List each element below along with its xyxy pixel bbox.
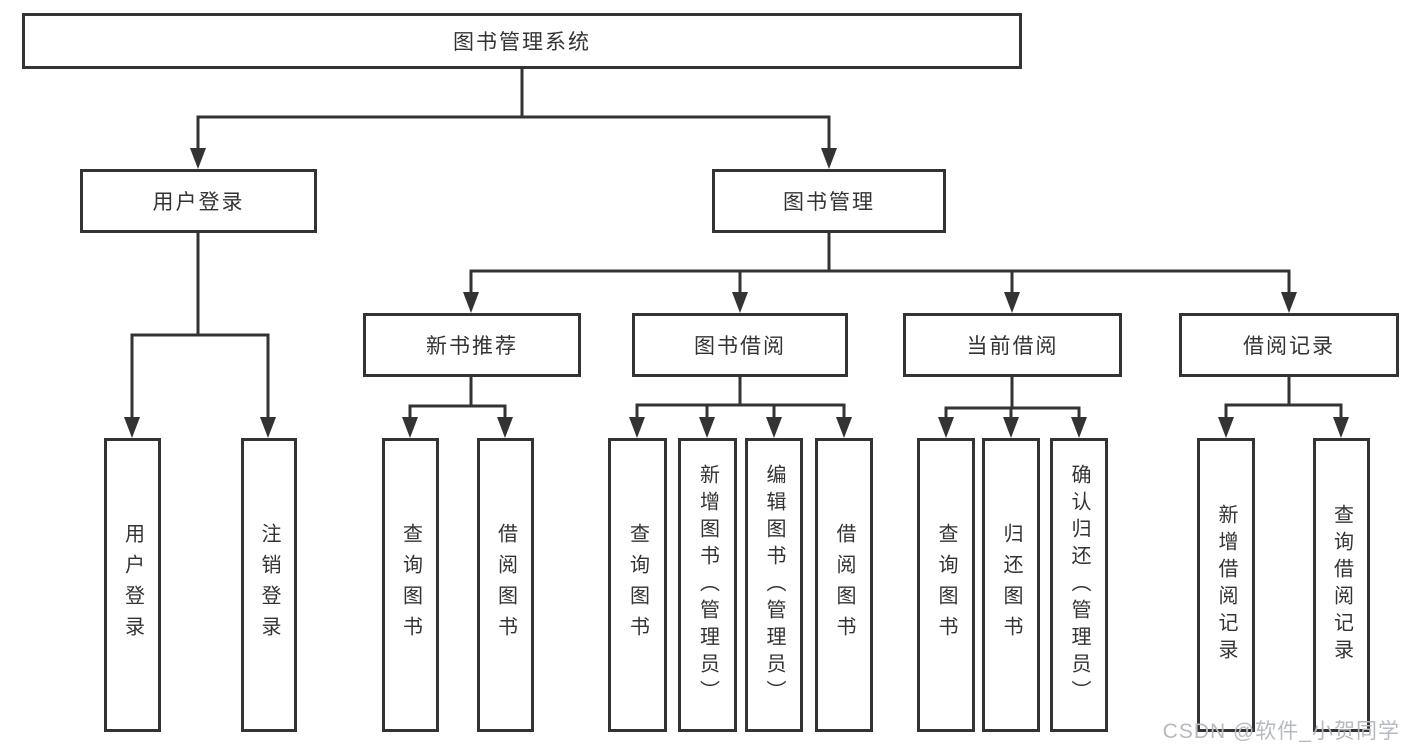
node-new-book-recommend: 新书推荐 [363, 313, 581, 377]
leaf-confirm-return-admin-label: 确认归还（管理员） [1068, 463, 1090, 707]
node-root-system: 图书管理系统 [22, 13, 1022, 69]
leaf-user-login-label: 用户登录 [121, 523, 144, 647]
leaf-logout: 注销登录 [241, 438, 297, 732]
leaf-query-books-current: 查询图书 [917, 438, 975, 732]
node-current-borrow: 当前借阅 [903, 313, 1122, 377]
leaf-borrow-books: 借阅图书 [815, 438, 873, 732]
leaf-add-borrow-record: 新增借阅记录 [1197, 438, 1255, 732]
leaf-query-books-recommend-label: 查询图书 [399, 523, 422, 647]
leaf-return-book-label: 归还图书 [1000, 523, 1022, 647]
node-root-system-label: 图书管理系统 [453, 31, 591, 54]
leaf-logout-label: 注销登录 [258, 523, 280, 647]
node-book-management-label: 图书管理 [783, 191, 875, 214]
leaf-add-book-admin-label: 新增图书（管理员） [696, 463, 719, 707]
node-user-login: 用户登录 [80, 169, 317, 233]
leaf-query-books-current-label: 查询图书 [935, 523, 957, 647]
leaf-confirm-return-admin: 确认归还（管理员） [1050, 438, 1108, 732]
leaf-query-books-borrow: 查询图书 [608, 438, 667, 732]
leaf-add-book-admin: 新增图书（管理员） [678, 438, 737, 732]
node-borrow-records-label: 借阅记录 [1243, 335, 1335, 358]
leaf-query-books-recommend: 查询图书 [382, 438, 439, 732]
leaf-borrow-books-recommend-label: 借阅图书 [494, 523, 517, 647]
node-book-borrow: 图书借阅 [632, 313, 848, 377]
leaf-borrow-books-label: 借阅图书 [833, 523, 855, 647]
node-current-borrow-label: 当前借阅 [966, 335, 1059, 358]
leaf-borrow-books-recommend: 借阅图书 [477, 438, 534, 732]
node-book-borrow-label: 图书借阅 [694, 335, 786, 358]
node-borrow-records: 借阅记录 [1179, 313, 1399, 377]
leaf-return-book: 归还图书 [982, 438, 1040, 732]
leaf-edit-book-admin: 编辑图书（管理员） [745, 438, 803, 732]
leaf-query-borrow-record-label: 查询借阅记录 [1330, 504, 1353, 666]
node-user-login-label: 用户登录 [152, 191, 245, 214]
leaf-query-borrow-record: 查询借阅记录 [1313, 438, 1370, 732]
leaf-user-login: 用户登录 [104, 438, 161, 732]
leaf-edit-book-admin-label: 编辑图书（管理员） [763, 463, 785, 707]
leaf-add-borrow-record-label: 新增借阅记录 [1215, 504, 1237, 666]
node-new-book-recommend-label: 新书推荐 [426, 335, 518, 358]
leaf-query-books-borrow-label: 查询图书 [626, 523, 649, 647]
node-book-management: 图书管理 [712, 169, 946, 233]
